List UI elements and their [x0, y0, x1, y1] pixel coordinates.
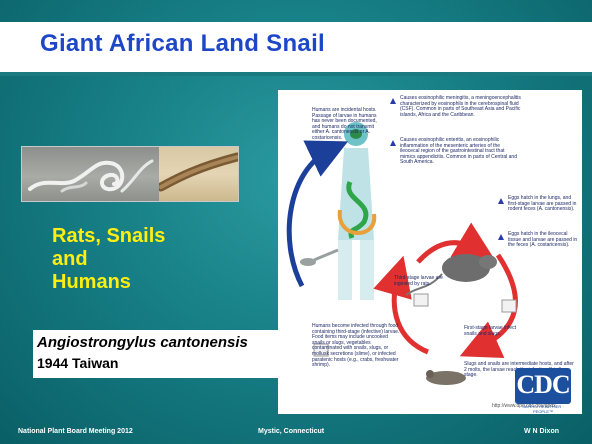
note-eosinophilic-meningitis: Causes eosinophilic meningitis, a mening…: [400, 96, 530, 118]
slide-title: Giant African Land Snail: [40, 30, 325, 58]
heading-line-3: Humans: [52, 271, 131, 293]
human-figure: [338, 122, 374, 300]
note-marker-icon: [390, 140, 396, 146]
cdc-tagline: SAFER · HEALTHIER · PEOPLE™: [515, 404, 571, 414]
footer-location: Mystic, Connecticut: [258, 428, 324, 435]
larva-icon-1: [414, 294, 428, 306]
note-humans-infected: Humans become infected through food cont…: [312, 324, 402, 369]
cdc-logo: CDC: [515, 368, 571, 404]
title-divider: [0, 72, 592, 76]
section-heading: Rats, Snails and Humans: [52, 225, 232, 294]
coiled-larvae-image: [22, 147, 159, 201]
snail-spoon: [300, 250, 338, 266]
note-humans-incidental: Humans are incidental hosts. Passage of …: [312, 108, 378, 142]
cdc-logo-text: CDC: [515, 370, 571, 400]
footer-event: National Plant Board Meeting 2012: [18, 428, 133, 435]
footer: National Plant Board Meeting 2012 Mystic…: [0, 424, 592, 444]
larvae-photo: [21, 146, 239, 202]
note-first-stage: First-stage larvae infect snails and slu…: [464, 326, 524, 337]
larva-icon-2: [502, 300, 516, 312]
footer-author: W N Dixon: [524, 428, 559, 435]
note-marker-icon: [498, 198, 504, 204]
note-marker-icon: [390, 98, 396, 104]
note-third-stage: Third-stage larvae are ingested by rats.: [394, 276, 454, 287]
slug-figure: [426, 370, 466, 385]
life-cycle-diagram: Humans are incidental hosts. Passage of …: [278, 90, 582, 414]
note-marker-icon: [498, 234, 504, 240]
heading-line-1: Rats, Snails: [52, 225, 165, 247]
heading-line-2: and: [52, 248, 88, 270]
note-eggs-lungs: Eggs hatch in the lungs, and first-stage…: [508, 196, 578, 213]
species-name: Angiostrongylus cantonensis: [37, 334, 248, 351]
note-eggs-ileocecal: Eggs hatch in the ileocecal tissue and l…: [508, 232, 578, 249]
adult-worm-image: [159, 147, 238, 201]
species-discovery: 1944 Taiwan: [37, 355, 118, 371]
note-eosinophilic-enteritis: Causes eosinophilic enteritis, an eosino…: [400, 138, 520, 166]
